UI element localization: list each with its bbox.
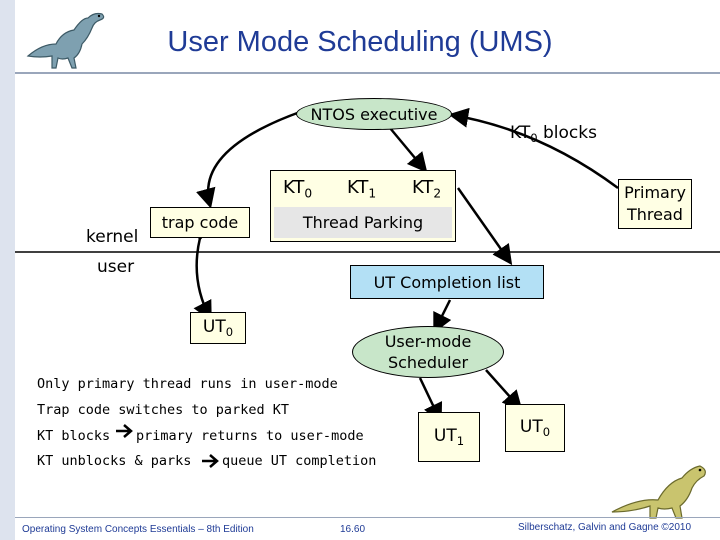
- dinosaur-illustration-icon: [611, 465, 706, 519]
- kernel-label: kernel: [86, 227, 139, 247]
- thread-parking-node: Thread Parking: [274, 207, 452, 238]
- ut0-right-node: UT0: [505, 404, 565, 452]
- arrow-trap-to-ut0: [193, 219, 214, 322]
- arrow-scheduler-to-ut0: [485, 369, 523, 411]
- note-line-4b: queue UT completion: [222, 453, 377, 469]
- footer-page-number: 16.60: [340, 524, 366, 535]
- user-label: user: [97, 257, 135, 277]
- kt1-label: KT1: [347, 177, 377, 201]
- kt0-blocks-label: KT0 blocks: [510, 123, 597, 146]
- ut0-left-node: UT0: [190, 312, 246, 344]
- primary-thread-node: Primary Thread: [618, 179, 692, 229]
- user-mode-scheduler-node: User-mode Scheduler: [352, 326, 504, 378]
- title-underline: [15, 72, 720, 74]
- arrow-primary-to-ntos: [448, 107, 619, 190]
- kt2-label: KT2: [412, 177, 442, 201]
- dinosaur-logo-icon: [26, 12, 105, 69]
- kt0-label: KT0: [283, 177, 313, 201]
- ut1-node: UT1: [418, 412, 480, 462]
- arrow-kt2-to-utlist: [456, 187, 513, 266]
- note-line-3b: primary returns to user-mode: [136, 428, 364, 444]
- trap-code-node: trap code: [150, 207, 250, 238]
- ntos-executive-node: NTOS executive: [296, 98, 452, 130]
- slide-title: User Mode Scheduling (UMS): [167, 26, 553, 58]
- footer-left: Operating System Concepts Essentials – 8…: [22, 524, 254, 535]
- arrow-ntos-to-kt2: [389, 127, 428, 173]
- sidebar-strip: [0, 0, 15, 540]
- arrow-utlist-to-scheduler: [433, 299, 452, 334]
- footer-right: Silberschatz, Galvin and Gagne ©2010: [518, 522, 692, 533]
- note-line-2: Trap code switches to parked KT: [37, 402, 289, 418]
- ut-completion-list-node: UT Completion list: [350, 265, 544, 299]
- footer-rule: [15, 517, 720, 518]
- note-line-3a: KT blocks: [37, 428, 111, 444]
- implies-arrow-2: [202, 454, 219, 468]
- note-line-4a: KT unblocks & parks: [37, 453, 192, 469]
- note-line-1: Only primary thread runs in user-mode: [37, 376, 338, 392]
- arrow-ntos-to-trap: [196, 110, 301, 209]
- implies-arrow-1: [116, 424, 133, 438]
